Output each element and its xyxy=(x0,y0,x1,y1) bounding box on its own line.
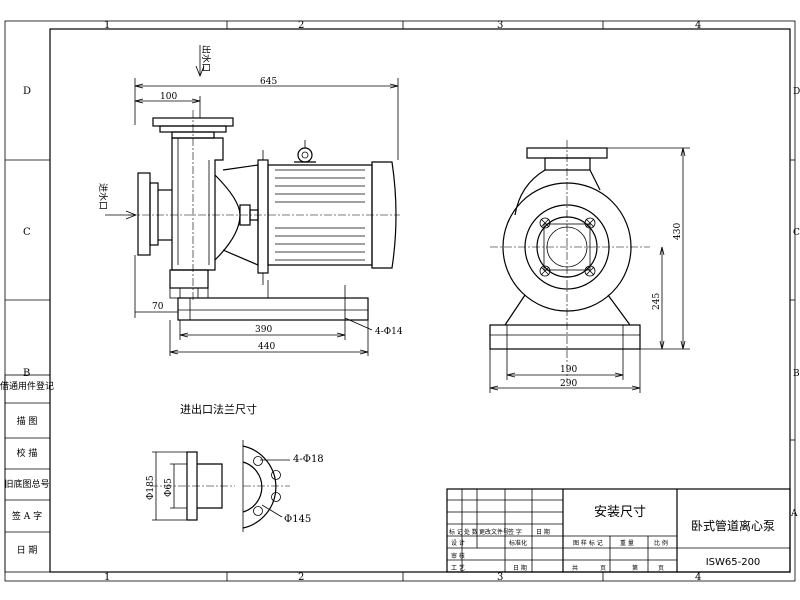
col-label-4: 4 xyxy=(695,20,701,31)
row-label-a-right: A xyxy=(790,509,798,519)
motor-fins xyxy=(275,169,365,261)
flange-bolt-holes xyxy=(253,456,281,516)
row-label-d-right: D xyxy=(793,87,800,97)
product-name: 卧式管道离心泵 xyxy=(691,518,775,533)
dim-645: 645 xyxy=(260,77,277,87)
col-label-3-bottom: 3 xyxy=(497,572,503,583)
dim-390: 390 xyxy=(255,325,272,335)
row-label-b-right: B xyxy=(793,369,800,379)
side-bolt-holes xyxy=(539,217,596,277)
tb-h-design: 设 计 xyxy=(451,539,465,547)
col-label-3: 3 xyxy=(497,20,503,31)
tb-h-date2: 日 期 xyxy=(513,564,527,572)
outlet-label: 出水口 xyxy=(200,45,212,72)
col-label-1-bottom: 1 xyxy=(104,572,110,583)
tb-h-page: 页 xyxy=(658,565,664,572)
dim-190: 190 xyxy=(560,365,577,375)
inlet-label: 进水口 xyxy=(97,183,109,210)
col-label-2-bottom: 2 xyxy=(298,572,304,583)
tb-h-std: 标准化 xyxy=(509,539,527,547)
left-table-row-6: 日 期 xyxy=(17,545,38,556)
tb-h-mark: 标 记 xyxy=(449,528,463,536)
dim-phi185: Φ185 xyxy=(146,475,156,500)
tb-h-date: 日 期 xyxy=(536,528,550,536)
title-block: 标 记 处 数 更改文件号 签 字 日 期 设 计 标准化 审 核 工 艺 日 … xyxy=(446,488,791,573)
tb-h-review: 审 核 xyxy=(451,552,465,560)
tb-h-scale: 比 例 xyxy=(654,539,668,547)
left-table-row-1: 借通用件登记 xyxy=(0,380,54,392)
col-label-1: 1 xyxy=(104,20,110,31)
left-table-row-5: 签 A 字 xyxy=(12,510,42,522)
column-labels: 1 2 3 4 1 2 3 4 xyxy=(104,20,701,583)
tb-h-total: 共 xyxy=(572,564,578,572)
tb-h-sign: 签 字 xyxy=(508,528,522,536)
tb-h-sheet-unit: 页 xyxy=(600,565,606,572)
tb-h-process: 工 艺 xyxy=(451,564,465,572)
flange-detail: 进出口法兰尺寸 Φ185 Φ65 4-Φ18 Φ145 xyxy=(146,402,324,532)
tb-h-doc: 更改文件号 xyxy=(479,528,509,536)
flange-title: 进出口法兰尺寸 xyxy=(180,402,257,416)
row-label-c-right: C xyxy=(793,228,800,238)
sheet-border xyxy=(4,20,796,582)
col-label-4-bottom: 4 xyxy=(695,572,701,583)
dim-290: 290 xyxy=(560,379,577,389)
dim-245: 245 xyxy=(652,293,662,310)
front-view: 出水口 进水口 645 100 xyxy=(97,45,403,356)
model-number: ISW65-200 xyxy=(706,557,761,568)
install-title: 安装尺寸 xyxy=(594,505,646,520)
left-revision-table: 借通用件登记 描 图 校 描 旧底图总号 签 A 字 日 期 xyxy=(0,374,54,573)
row-label-b: B xyxy=(23,368,30,379)
tb-h-stage: 图 样 标 记 xyxy=(573,539,603,547)
dim-440: 440 xyxy=(258,342,275,352)
col-label-2: 2 xyxy=(298,20,304,31)
dim-phi145: Φ145 xyxy=(284,514,311,525)
dim-70: 70 xyxy=(152,302,164,312)
tb-h-count: 处 数 xyxy=(464,528,478,536)
left-table-row-3: 校 描 xyxy=(17,447,38,459)
left-table-row-4: 旧底图总号 xyxy=(4,478,49,490)
dim-430: 430 xyxy=(673,223,683,240)
dim-holes-4-phi14: 4-Φ14 xyxy=(375,327,403,337)
tb-h-sheet: 第 xyxy=(632,564,638,572)
row-labels: D C B D C B A xyxy=(23,86,800,519)
side-view: 430 245 190 290 xyxy=(489,140,690,393)
row-label-c: C xyxy=(23,227,31,238)
dim-phi65: Φ65 xyxy=(164,478,174,497)
left-table-row-2: 描 图 xyxy=(17,415,38,427)
dim-100: 100 xyxy=(160,92,177,102)
row-label-d: D xyxy=(23,86,31,97)
tb-h-weight: 重 量 xyxy=(620,539,634,547)
dim-holes-4-phi18: 4-Φ18 xyxy=(293,454,324,465)
